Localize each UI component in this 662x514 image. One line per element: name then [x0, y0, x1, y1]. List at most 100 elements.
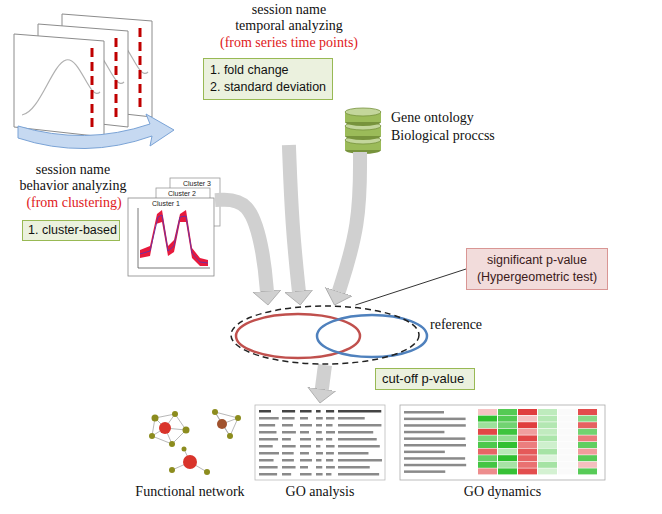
- table-row-mark: [300, 452, 309, 455]
- node-text: (from series time points): [199, 35, 379, 51]
- table-row-mark: [326, 473, 331, 476]
- heatmap-cell: [578, 429, 597, 435]
- table-row-mark: [338, 424, 381, 427]
- heatmap-cell: [538, 435, 557, 441]
- cluster-plots-part: [140, 215, 208, 263]
- cluster-plots-part: [138, 208, 210, 268]
- table-row-mark: [338, 410, 381, 413]
- table-row-mark: [326, 410, 334, 413]
- heatmap-cell: [578, 409, 597, 415]
- callout-box: significant p-value (Hypergeometric test…: [466, 248, 608, 290]
- table-row-mark: [259, 445, 273, 448]
- database-cylinders-part: [345, 108, 381, 116]
- table-row-mark: [338, 459, 382, 462]
- network-illustration-part: [204, 469, 210, 475]
- network-illustration-part-part: [215, 412, 230, 436]
- leader-line: [355, 269, 466, 305]
- table-row-mark: [326, 452, 334, 455]
- heatmap-cell: [518, 468, 537, 474]
- heatmap-cell: [518, 462, 537, 468]
- node-text: 1. cluster-based: [28, 222, 114, 239]
- heatmap-cell: [478, 455, 497, 461]
- output-panel: GO dynamics: [400, 403, 605, 500]
- method-box: 1. cluster-based: [22, 220, 120, 241]
- heatmap-cell: [558, 462, 577, 468]
- heatmap-cell: [498, 449, 517, 455]
- table-row-mark: [316, 438, 323, 441]
- table-row-mark: [282, 424, 293, 427]
- go-dynamics-illustration-part: [400, 405, 605, 480]
- table-row-mark: [326, 466, 335, 469]
- table-row-mark: [316, 466, 322, 469]
- network-illustration-part: [152, 415, 159, 422]
- cluster-plots-part: [140, 210, 208, 266]
- time-series-sheets: [14, 14, 152, 137]
- heatmap-cell: [578, 442, 597, 448]
- venn-circles: [236, 314, 427, 358]
- time-series-sheets-part: [22, 60, 100, 115]
- heatmap-cell: [498, 429, 517, 435]
- heatmap-cell: [518, 455, 537, 461]
- table-row-mark: [316, 431, 322, 434]
- heatmap-cell: [558, 449, 577, 455]
- table-row-mark: [326, 445, 335, 448]
- heatmap-cell: [578, 435, 597, 441]
- term-row-mark: [404, 418, 466, 421]
- heatmap-cell: [578, 416, 597, 422]
- node-text: 1. fold change: [210, 62, 326, 79]
- table-row-mark: [338, 473, 379, 476]
- table-row-mark: [300, 459, 312, 462]
- method-box: 1. fold change2. standard deviation: [203, 58, 333, 100]
- table-row-mark: [316, 417, 323, 420]
- flow-arrow: [289, 145, 299, 293]
- table-row-mark: [326, 424, 333, 427]
- time-sweep-arrow: [18, 114, 174, 149]
- node-text: session name temporal analyzing: [227, 2, 351, 34]
- heatmap-cell: [478, 435, 497, 441]
- heatmap-cell: [558, 468, 577, 474]
- heatmap-cell: [558, 422, 577, 428]
- heatmap-cell: [538, 429, 557, 435]
- network-illustration-part: [149, 433, 155, 439]
- table-row-mark: [326, 459, 333, 462]
- heatmap-cell: [558, 429, 577, 435]
- go-table-rows: [259, 410, 382, 476]
- term-row-mark: [404, 431, 444, 434]
- heatmap-cell: [478, 468, 497, 474]
- term-row-mark: [404, 451, 445, 454]
- table-row-mark: [282, 459, 294, 462]
- output-panel: Functional network: [125, 400, 255, 500]
- table-row-mark: [259, 417, 279, 420]
- ellipse-outline: [230, 305, 420, 365]
- table-row-mark: [300, 410, 312, 413]
- table-row-mark: [259, 431, 277, 434]
- heatmap-cell: [498, 468, 517, 474]
- table-row-mark: [338, 417, 365, 420]
- heatmap-cell: [478, 409, 497, 415]
- network-illustration-part: [169, 441, 175, 447]
- heatmap-cell: [478, 449, 497, 455]
- term-row-mark: [404, 444, 466, 447]
- go-heatmap: [404, 409, 597, 474]
- node-text: session name behavior analyzing: [14, 162, 132, 194]
- flow-arrow: [215, 200, 267, 293]
- go-table-illustration: [255, 405, 385, 480]
- term-row-mark: [404, 457, 465, 460]
- network-illustration-part: [159, 422, 171, 434]
- table-row-mark: [300, 417, 308, 420]
- table-row-mark: [316, 459, 321, 462]
- heatmap-cell: [578, 468, 597, 474]
- heatmap-cell: [518, 435, 537, 441]
- heatmap-cell: [498, 409, 517, 415]
- table-row-mark: [282, 431, 296, 434]
- network-illustration-part: [217, 419, 227, 429]
- term-row-mark: [404, 424, 466, 427]
- heatmap-cell: [478, 462, 497, 468]
- heatmap-cell: [478, 429, 497, 435]
- heatmap-cell: [478, 422, 497, 428]
- heatmap-cell: [538, 468, 557, 474]
- heatmap-cell: [518, 422, 537, 428]
- cluster-stack: session name behavior analyzing(from clu…: [10, 160, 215, 278]
- heatmap-cell: [498, 462, 517, 468]
- heatmap-cell: [578, 422, 597, 428]
